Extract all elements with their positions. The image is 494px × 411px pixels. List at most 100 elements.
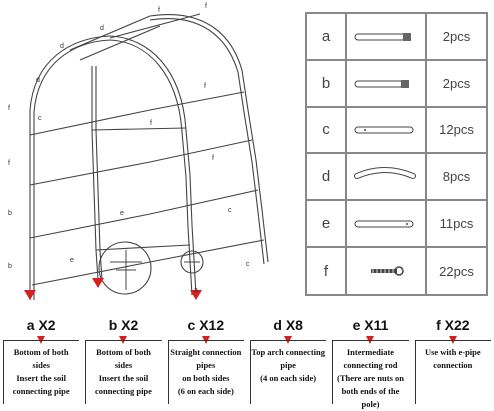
caption-box: [414, 340, 491, 404]
caption-line: connecting pipe: [12, 386, 70, 396]
curved-pipe-icon: [354, 167, 416, 180]
part-letter: e: [307, 200, 347, 246]
caption-description: Use with e-pipe connection: [416, 346, 490, 372]
caption-count: X8: [285, 317, 303, 333]
caption-line: Intermediate: [346, 347, 395, 357]
cross-rod-6: [91, 127, 187, 131]
caption-description: Intermediate connecting rod (There are nut…: [333, 346, 407, 411]
front-arch-pipe-inner: [33, 39, 193, 296]
cross-rod-5: [95, 244, 191, 251]
cross-rod-3: [29, 189, 259, 239]
arrow-marker: [92, 278, 104, 288]
diagram-label: d: [100, 25, 104, 32]
part-quantity: 22pcs: [439, 263, 474, 279]
part-quantity: 2pcs: [442, 29, 471, 44]
caption-line: (6 on each side): [177, 386, 234, 396]
caption-heading: f X22: [412, 317, 494, 333]
detail-circle-left: [98, 241, 152, 295]
caption-box: [250, 340, 327, 404]
part-letter: a: [307, 14, 347, 59]
caption-heading: a X2: [0, 317, 82, 333]
caption-heading: c X12: [165, 317, 247, 333]
arrow-marker: [24, 290, 36, 300]
caption-letter: b: [108, 317, 118, 333]
part-quantity: 11pcs: [439, 215, 474, 231]
caption-line: Use with e-pipe connection: [424, 347, 481, 370]
caption-box: [167, 340, 244, 404]
caption-line: Top arch connecting: [251, 347, 325, 357]
caption-heading: e X11: [329, 317, 411, 333]
caption-line: Straight connection pipes: [170, 347, 242, 370]
part-letter: f: [307, 247, 347, 295]
part-quantity: 12pcs: [439, 122, 474, 138]
cross-rod-2: [29, 139, 253, 186]
part-quantity: 8pcs: [442, 169, 471, 185]
caption-description: Top arch connecting pipe (4 on each side): [251, 346, 325, 385]
parts-row: e 11pcs: [307, 200, 486, 248]
ridge-pipe-1: [69, 15, 151, 51]
diagram-label: f: [150, 120, 152, 127]
caption-line: both ends of the pole): [341, 386, 400, 409]
ridge-pipe-3: [109, 13, 201, 39]
caption-box: [3, 340, 80, 404]
parts-row: a 2pcs: [307, 14, 486, 61]
back-arch-pipe: [149, 14, 269, 263]
caption-heading: d X8: [247, 317, 329, 333]
diagram-label: f: [8, 160, 10, 167]
back-arch-pipe-inner: [149, 18, 265, 265]
diagram-label: a: [194, 287, 198, 294]
pipe-with-left-plug-icon: [354, 33, 411, 41]
diagram-label: e: [70, 257, 74, 264]
caption-box: [332, 340, 409, 404]
part-image: [347, 247, 427, 295]
caption-count: X12: [199, 317, 225, 333]
caption-line: Insert the soil: [98, 373, 149, 383]
caption-count: X11: [364, 317, 389, 333]
caption-box: [85, 340, 162, 404]
part-image: [347, 200, 427, 246]
caption-heading: b X2: [82, 317, 164, 333]
caption-letter: f: [436, 317, 441, 333]
part-image: [347, 14, 427, 59]
part-image: [347, 60, 427, 106]
parts-row: f 22pcs: [307, 247, 486, 295]
caption-line: (There are nuts on: [337, 373, 404, 383]
caption-count: X2: [121, 317, 139, 333]
caption-line: connecting rod: [343, 360, 398, 370]
arrow-marker: [190, 290, 202, 300]
diagram-label: b: [8, 210, 12, 217]
caption-line: (4 on each side): [260, 373, 317, 383]
cross-rod-1: [29, 91, 245, 136]
caption-count: X2: [38, 317, 56, 333]
caption-letter: d: [273, 317, 282, 333]
caption-count: X22: [444, 317, 470, 333]
straight-pipe-icon: [354, 126, 414, 134]
diagram-label: f: [8, 105, 10, 112]
part-letter: c: [307, 107, 347, 153]
part-letter: d: [307, 154, 347, 200]
diagram-label: c: [246, 261, 250, 268]
diagram-label: c: [38, 115, 42, 122]
caption-line: pipe: [280, 360, 296, 370]
caption-line: connecting pipe: [95, 386, 152, 396]
caption-description: Straight connection pipes on both sides (6…: [169, 346, 243, 398]
diagram-label: f: [204, 83, 206, 90]
parts-row: c 12pcs: [307, 107, 486, 155]
caption-letter: c: [187, 317, 196, 333]
screw-icon: [371, 265, 404, 276]
part-image: [347, 154, 427, 200]
diagram-label: d: [60, 43, 64, 50]
ridge-pipe-2: [79, 25, 161, 61]
caption-line: on both sides: [182, 373, 230, 383]
